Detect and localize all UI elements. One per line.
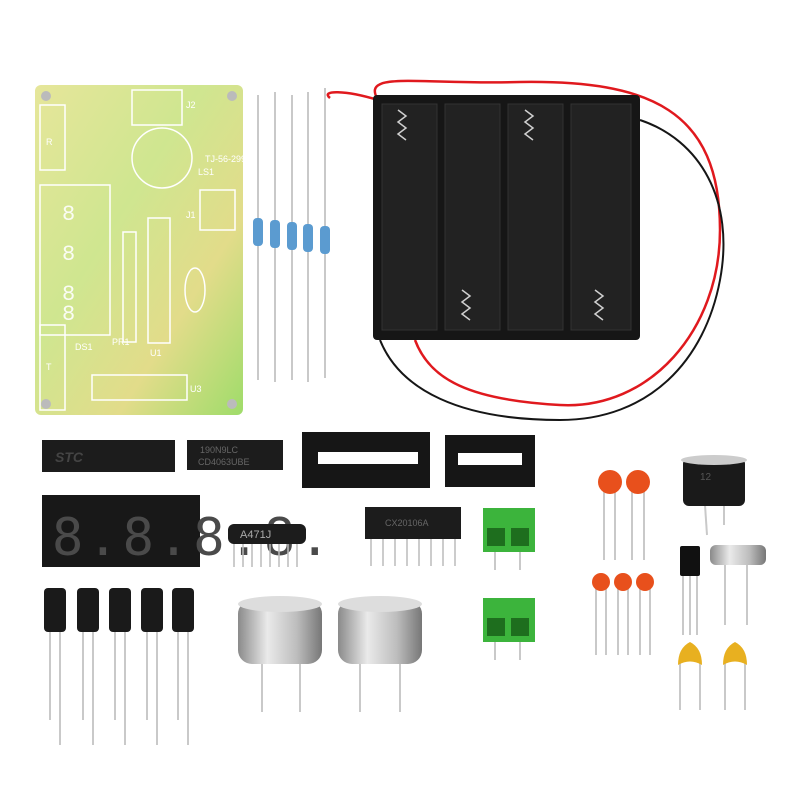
red-wire — [373, 79, 722, 407]
ultrasonic-transducer — [338, 596, 422, 712]
ceramic-capacitor — [614, 573, 632, 655]
ceramic-capacitors — [592, 470, 654, 655]
terminal-block — [483, 508, 535, 570]
electrolytic-capacitor — [109, 588, 131, 745]
svg-text:8: 8 — [62, 282, 75, 307]
electrolytic-capacitor — [141, 588, 163, 745]
pcb-label-ls1: LS1 — [198, 167, 214, 177]
ceramic-capacitor — [592, 573, 610, 655]
pcb-label-j1: J1 — [186, 210, 196, 220]
buzzer: 12 — [681, 455, 747, 536]
resistors — [253, 88, 330, 382]
electrolytic-capacitor — [44, 588, 66, 745]
terminal-block — [483, 598, 535, 660]
ic-socket-large — [302, 432, 430, 488]
ceramic-capacitor — [626, 470, 650, 560]
ceramic-capacitor — [598, 470, 622, 560]
pcb-label-r: R — [46, 137, 53, 147]
mcu-brand-text: STC — [55, 449, 84, 465]
pcb-label-pr1: PR1 — [112, 337, 130, 347]
yellow-capacitors — [678, 642, 747, 710]
yellow-capacitor — [678, 642, 702, 710]
counter-label-text: CD4063UBE — [198, 457, 250, 467]
svg-text:8: 8 — [62, 302, 75, 327]
ceramic-capacitor — [636, 573, 654, 655]
svg-text:8: 8 — [62, 202, 75, 227]
yellow-capacitor — [723, 642, 747, 710]
resistor — [303, 92, 313, 382]
electrolytic-capacitor — [172, 588, 194, 745]
pcb-label-u1: U1 — [150, 348, 162, 358]
ic-socket-small — [445, 435, 535, 487]
pcb-label-ds1: DS1 — [75, 342, 93, 352]
counter-code-text: 190N9LC — [200, 445, 239, 455]
resistor — [270, 92, 280, 382]
electrolytic-capacitors — [44, 588, 194, 745]
pcb-label-j2: J2 — [186, 100, 196, 110]
pcb-label-u3: U3 — [190, 384, 202, 394]
resistor — [320, 88, 330, 378]
ultrasonic-transducer — [238, 596, 322, 712]
transistor — [680, 546, 700, 635]
receiver-text: CX20106A — [385, 518, 429, 528]
resistor — [253, 95, 263, 380]
crystal-oscillator — [710, 545, 766, 625]
resistor-network-text: A471J — [240, 529, 271, 541]
pcb-board: R T J1 J2 LS1 U1 U3 DS1 PR1 TJ-56-299 88… — [35, 85, 246, 415]
mcu-chip: STC — [42, 440, 175, 472]
electrolytic-capacitor — [77, 588, 99, 745]
buzzer-text: 12 — [700, 472, 712, 483]
pcb-label-t: T — [46, 362, 52, 372]
battery-holder — [326, 79, 725, 422]
resistor — [287, 95, 297, 380]
pcb-label-model: TJ-56-299 — [205, 154, 246, 164]
receiver-chip: CX20106A — [365, 507, 461, 566]
black-wire — [379, 119, 725, 422]
svg-text:8: 8 — [62, 242, 75, 267]
resistor-network: A471J — [228, 524, 306, 567]
counter-chip: 190N9LC CD4063UBE — [187, 440, 283, 470]
